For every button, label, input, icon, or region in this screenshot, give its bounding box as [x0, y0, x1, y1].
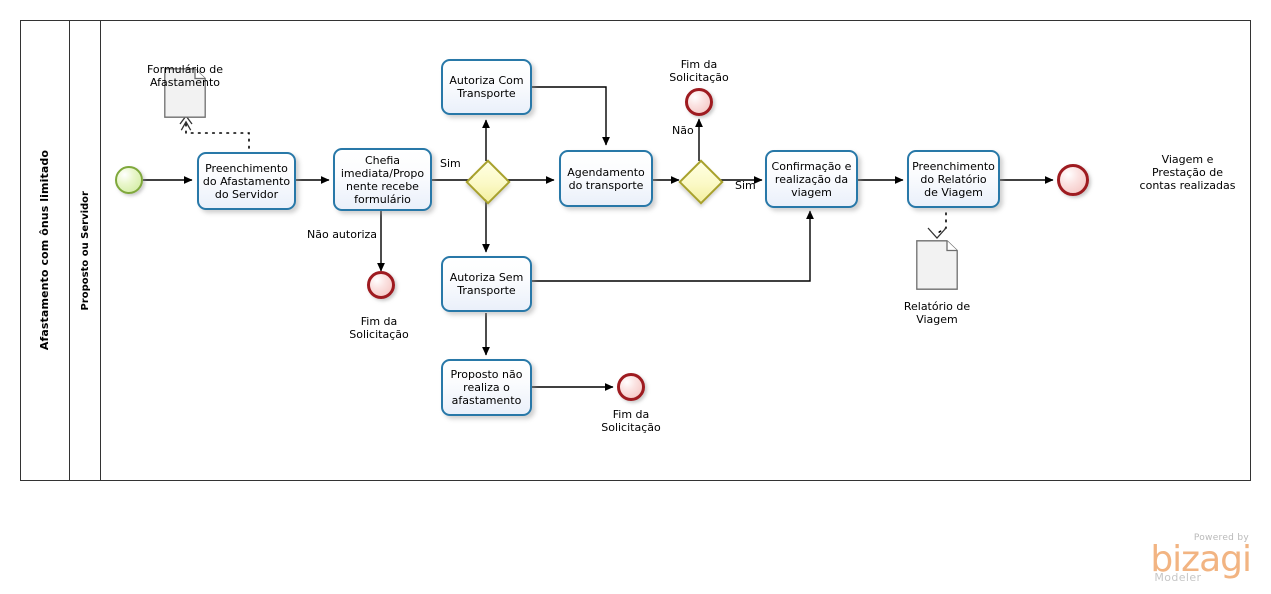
data-object-relatorio-label: Relatório de Viagem: [903, 300, 971, 326]
task-chefia-recebe-formulario[interactable]: Chefia imediata/Propo nente recebe formu…: [333, 148, 432, 211]
task-proposto-nao-realiza[interactable]: Proposto não realiza o afastamento: [441, 359, 532, 416]
task-label: Chefia imediata/Propo nente recebe formu…: [340, 153, 425, 206]
lane-label: Proposto ou Servidor: [70, 20, 101, 481]
end-event-nao-autoriza[interactable]: [367, 271, 395, 299]
task-autoriza-sem-transporte[interactable]: Autoriza Sem Transporte: [441, 256, 532, 312]
pool-label: Afastamento com ônus limitado: [20, 20, 70, 481]
lane-label-text: Proposto ou Servidor: [79, 190, 91, 311]
bizagi-product-text: Modeler: [1154, 571, 1202, 584]
start-event[interactable]: [115, 166, 143, 194]
flow-label-sim-autoriza: Sim: [440, 157, 461, 170]
pool-label-text: Afastamento com ônus limitado: [38, 150, 51, 351]
task-autoriza-com-transporte[interactable]: Autoriza Com Transporte: [441, 59, 532, 115]
task-agendamento-transporte[interactable]: Agendamento do transporte: [559, 150, 653, 207]
flow-label-sim-transporte: Sim: [735, 179, 756, 192]
end-event-final-label: Viagem e Prestação de contas realizadas: [1139, 153, 1236, 192]
powered-by-text: Powered by: [1193, 533, 1249, 543]
bizagi-logo-text: bizagi: [1150, 539, 1252, 580]
task-preenchimento-relatorio-viagem[interactable]: Preenchimento do Relatório de Viagem: [907, 150, 1000, 208]
end-event-proposto[interactable]: [617, 373, 645, 401]
task-label: Preenchimento do Afastamento do Servidor: [202, 161, 291, 201]
flow-label-nao-transporte: Não: [672, 124, 694, 137]
flow-label-nao-autoriza: Não autoriza: [307, 228, 378, 241]
end-event-proposto-label: Fim da Solicitação: [601, 408, 661, 434]
bizagi-watermark: Powered by bizagi Modeler: [1150, 533, 1252, 584]
task-label: Agendamento do transporte: [567, 165, 645, 192]
end-event-final[interactable]: [1057, 164, 1089, 196]
gateway-transporte-agendado[interactable]: [678, 159, 724, 205]
task-label: Proposto não realiza o afastamento: [450, 368, 523, 407]
data-object-formulario-label: Formulário de Afastamento: [146, 63, 224, 89]
end-event-gw2-nao-label: Fim da Solicitação: [669, 58, 729, 84]
task-label: Autoriza Com Transporte: [449, 74, 524, 100]
gateway-autoriza[interactable]: [465, 159, 511, 205]
task-confirmacao-realizacao-viagem[interactable]: Confirmação e realização da viagem: [765, 150, 858, 208]
end-event-gw2-nao[interactable]: [685, 88, 713, 116]
data-object-relatorio-viagem[interactable]: [916, 240, 958, 290]
end-event-nao-autoriza-label: Fim da Solicitação: [349, 315, 409, 341]
data-object-formulario-afastamento[interactable]: [164, 68, 206, 118]
task-label: Confirmação e realização da viagem: [771, 159, 852, 199]
task-preenchimento-afastamento[interactable]: Preenchimento do Afastamento do Servidor: [197, 152, 296, 210]
task-label: Autoriza Sem Transporte: [449, 271, 524, 297]
task-label: Preenchimento do Relatório de Viagem: [912, 159, 995, 199]
